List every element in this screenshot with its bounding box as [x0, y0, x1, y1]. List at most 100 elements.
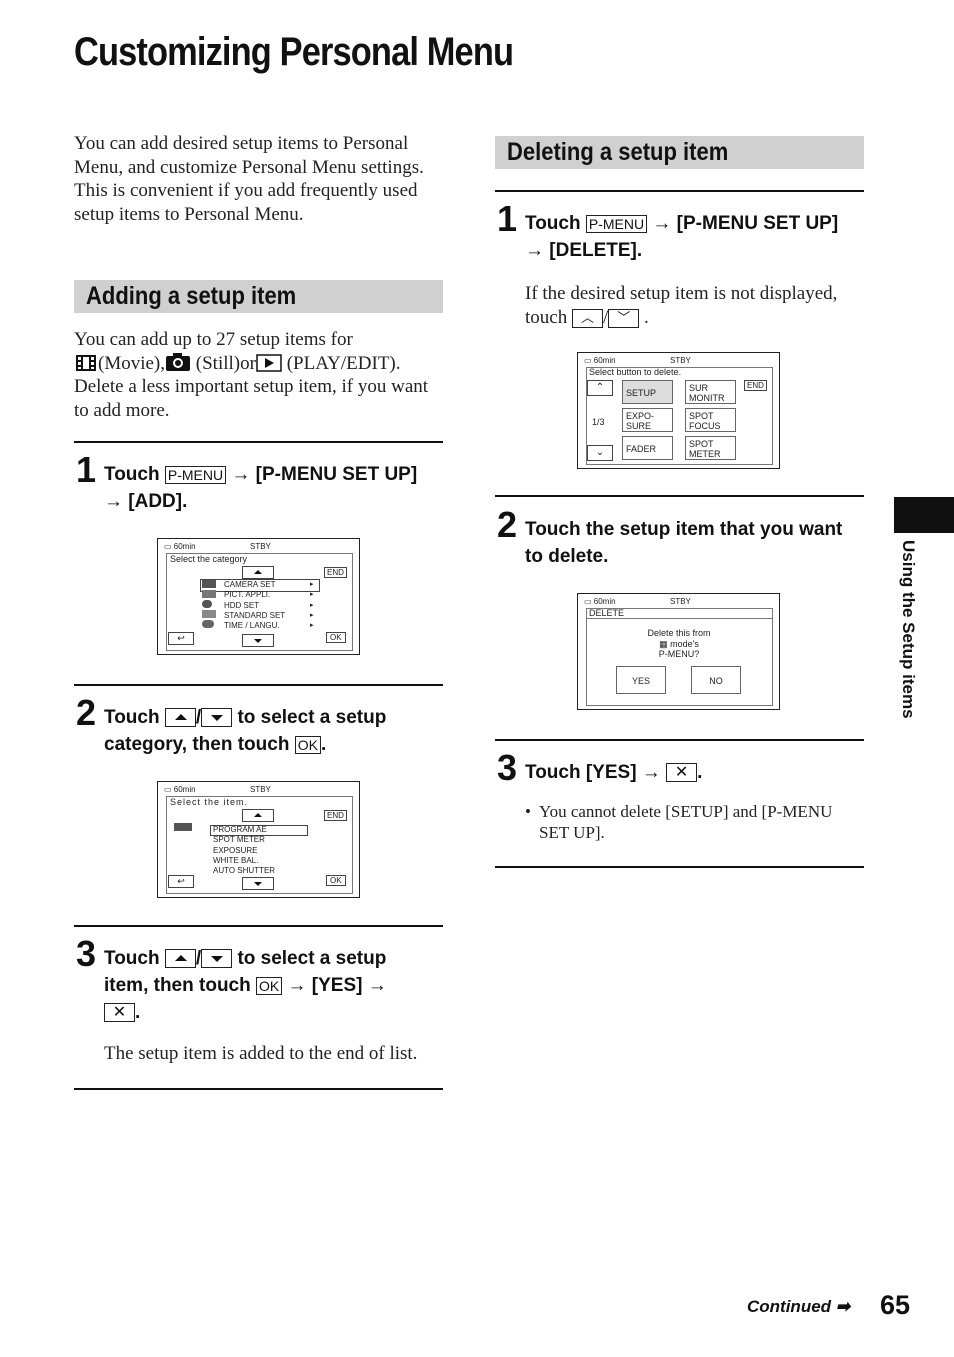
end-button[interactable]: END: [744, 380, 767, 391]
step-number: 3: [76, 933, 97, 974]
divider: [74, 684, 443, 686]
divider: [74, 1088, 443, 1090]
lcd-screen-category: ▭ 60min STBY Select the category END CAM…: [157, 538, 360, 655]
page-indicator: 1/3: [592, 417, 605, 427]
scroll-up-button[interactable]: [242, 809, 274, 822]
divider: [495, 495, 864, 497]
continued-label: Continued ➡: [747, 1297, 851, 1316]
list-item[interactable]: SPOT METER: [213, 835, 265, 845]
divider: [495, 739, 864, 741]
movie-mode-icon: [174, 823, 192, 831]
menu-tile-setup[interactable]: SETUP: [622, 380, 673, 404]
still-camera-icon: [166, 352, 191, 371]
stby-indicator: STBY: [670, 356, 691, 365]
divider: [74, 925, 443, 927]
list-item[interactable]: HDD SET: [224, 600, 260, 610]
screen-header: DELETE: [589, 608, 625, 618]
list-item[interactable]: TIME / LANGU.: [224, 621, 280, 631]
step-number: 1: [76, 449, 97, 490]
menu-tile-sur-monitr[interactable]: SUR MONITR: [685, 380, 736, 404]
intro-text: You can add desired setup items to Perso…: [74, 133, 424, 225]
lcd-screen-delete-confirm: ▭ 60min STBY DELETE Delete this from ▦ m…: [577, 593, 780, 710]
scroll-up-icon: [164, 708, 196, 728]
battery-indicator: ▭ 60min: [164, 542, 196, 551]
step-instruction: Touch / to select a setup item, then tou…: [104, 948, 387, 1023]
section-tab-marker: [894, 497, 954, 533]
page-down-icon: ﹀: [608, 308, 640, 328]
step-instruction: Touch P-MENU → [P-MENU SET UP] → [ADD].: [104, 464, 418, 512]
p-menu-button[interactable]: P-MENU: [585, 214, 648, 233]
section-heading-adding: Adding a setup item: [74, 280, 443, 313]
movie-icon: [76, 354, 96, 371]
side-tab-label: Using the Setup items: [899, 540, 918, 719]
battery-indicator: ▭ 60min: [164, 785, 196, 794]
selected-item-frame: [200, 579, 320, 592]
arrow-right-icon: ➡: [835, 1297, 851, 1316]
stby-indicator: STBY: [670, 597, 691, 606]
close-icon: ✕: [104, 1003, 135, 1023]
page-number: 65: [880, 1290, 911, 1320]
scroll-down-icon: [201, 708, 233, 728]
movie-icon: ▦: [659, 638, 668, 649]
page-up-button[interactable]: ⌃: [587, 380, 613, 396]
p-menu-button[interactable]: P-MENU: [164, 465, 227, 484]
scroll-up-button[interactable]: [242, 566, 274, 579]
step-instruction: Touch P-MENU → [P-MENU SET UP] → [DELETE…: [525, 213, 839, 261]
menu-tile-spot-meter[interactable]: SPOT METER: [685, 436, 736, 460]
chevron-right-icons: ▸▸▸▸▸: [310, 581, 314, 630]
screen-header: Select the category: [170, 554, 248, 564]
category-icons: [202, 580, 216, 630]
divider: [495, 190, 864, 192]
no-button[interactable]: NO: [691, 666, 741, 694]
menu-tile-exposure[interactable]: EXPO-SURE: [622, 408, 673, 432]
battery-indicator: ▭ 60min: [584, 356, 616, 365]
return-icon[interactable]: ↩: [168, 875, 194, 888]
adding-description: You can add up to 27 setup items for (Mo…: [74, 329, 429, 421]
screen-header: Select the item.: [170, 797, 249, 807]
close-icon: ✕: [666, 763, 698, 783]
step-note: If the desired setup item is not display…: [525, 283, 838, 328]
menu-tile-spot-focus[interactable]: SPOT FOCUS: [685, 408, 736, 432]
end-button[interactable]: END: [324, 810, 347, 821]
list-item[interactable]: EXPOSURE: [213, 845, 258, 855]
section-heading-deleting: Deleting a setup item: [495, 136, 864, 169]
scroll-down-button[interactable]: [242, 634, 274, 647]
page-title: Customizing Personal Menu: [74, 30, 514, 74]
stby-indicator: STBY: [250, 785, 271, 794]
stby-indicator: STBY: [250, 542, 271, 551]
scroll-up-icon: [164, 949, 196, 969]
ok-button-icon: OK: [294, 735, 321, 754]
list-item[interactable]: STANDARD SET: [224, 610, 286, 620]
list-item[interactable]: AUTO SHUTTER: [213, 866, 276, 876]
page-down-button[interactable]: ⌄: [587, 445, 613, 461]
ok-button-icon: OK: [256, 976, 283, 995]
list-item[interactable]: WHITE BAL.: [213, 855, 259, 865]
step-instruction: Touch / to select a setup category, then…: [104, 707, 387, 755]
yes-button[interactable]: YES: [616, 666, 666, 694]
menu-tile-fader[interactable]: FADER: [622, 436, 673, 460]
step-number: 3: [497, 747, 518, 788]
lcd-screen-items: ▭ 60min STBY Select the item. END PROGRA…: [157, 781, 360, 898]
step-number: 2: [497, 504, 518, 545]
step-note: The setup item is added to the end of li…: [104, 1043, 418, 1064]
step-instruction: Touch the setup item that you want to de…: [525, 519, 843, 567]
step-number: 2: [76, 692, 97, 733]
screen-header: Select button to delete.: [589, 367, 682, 377]
play-edit-icon: [256, 353, 282, 372]
return-icon[interactable]: ↩: [168, 632, 194, 645]
list-item[interactable]: PICT. APPLI.: [224, 590, 271, 600]
selected-item-frame: [210, 825, 308, 836]
scroll-down-button[interactable]: [242, 877, 274, 890]
step-instruction: Touch [YES] → ✕.: [525, 762, 703, 783]
list-item[interactable]: PROGRAM AE: [213, 825, 267, 834]
bullet-note: • You cannot delete [SETUP] and [P-MENU …: [525, 802, 833, 842]
list-item[interactable]: CAMERA SET: [224, 580, 276, 589]
scroll-down-icon: [201, 949, 233, 969]
divider: [74, 441, 443, 443]
confirm-message: Delete this from ▦ mode's P-MENU?: [647, 628, 711, 659]
ok-button[interactable]: OK: [326, 632, 346, 643]
divider: [495, 866, 864, 868]
step-number: 1: [497, 198, 518, 239]
ok-button[interactable]: OK: [326, 875, 346, 886]
end-button[interactable]: END: [324, 567, 347, 578]
